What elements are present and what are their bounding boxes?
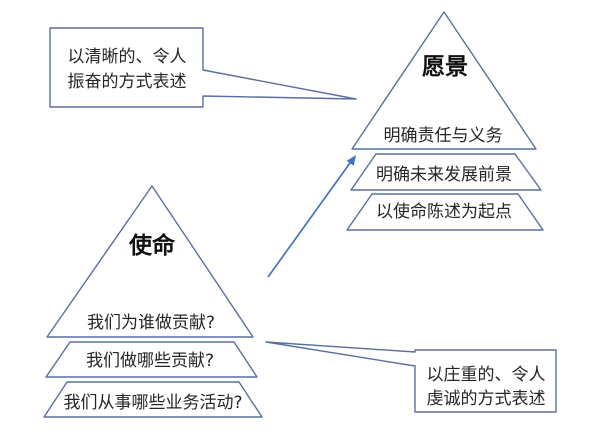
vision-pyramid-title: 愿景 xyxy=(422,54,468,80)
mission-level-2-label: 我们做哪些贡献? xyxy=(86,351,214,371)
mission-level-1-label: 我们为谁做贡献? xyxy=(87,313,215,333)
mission-level-3-label: 我们从事哪些业务活动? xyxy=(63,393,242,413)
mission-callout-line-2: 虔诚的方式表述 xyxy=(427,389,546,409)
mission-pyramid-level2-band xyxy=(45,341,258,378)
vision-callout: 以清晰的、令人 振奋的方式表述 xyxy=(49,27,357,108)
mission-callout-bubble xyxy=(265,341,557,413)
arrow-head-icon xyxy=(346,155,356,166)
mission-callout-line-1: 以庄重的、令人 xyxy=(427,365,546,385)
vision-pyramid: 愿景 明确责任与义务 明确未来发展前景 以使命陈述为起点 xyxy=(346,11,544,231)
vision-pyramid-top-triangle xyxy=(351,11,537,150)
vision-callout-line-1: 以清晰的、令人 xyxy=(68,47,187,67)
vision-callout-line-2: 振奋的方式表述 xyxy=(68,72,187,92)
mission-pyramid: 使命 我们为谁做贡献? 我们做哪些贡献? 我们从事哪些业务活动? xyxy=(43,185,263,418)
mission-callout: 以庄重的、令人 虔诚的方式表述 xyxy=(265,341,557,413)
arrow-shaft xyxy=(267,162,351,278)
vision-pyramid-level3-band xyxy=(346,193,544,231)
vision-level-2-label: 明确未来发展前景 xyxy=(376,165,512,185)
mission-pyramid-top-triangle xyxy=(46,185,254,338)
mission-pyramid-title: 使命 xyxy=(128,232,176,259)
vision-callout-bubble xyxy=(49,27,357,108)
vision-level-3-label: 以使命陈述为起点 xyxy=(376,201,512,222)
vision-pyramid-level2-band xyxy=(350,153,542,191)
vision-level-1-label: 明确责任与义务 xyxy=(384,126,503,146)
mission-pyramid-level3-band xyxy=(43,381,263,418)
mission-to-vision-arrow xyxy=(267,155,356,278)
